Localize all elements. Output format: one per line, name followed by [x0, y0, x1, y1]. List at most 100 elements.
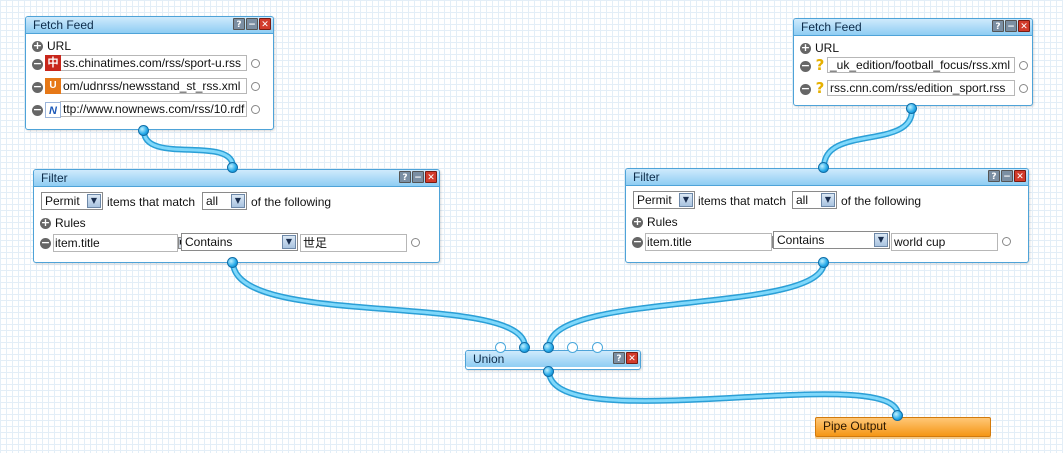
url-terminal[interactable]	[1019, 84, 1028, 93]
url-input[interactable]: _uk_edition/football_focus/rss.xml	[827, 57, 1015, 73]
match-select-value: all	[796, 193, 809, 207]
rule-field-input[interactable]: item.title ▶	[645, 233, 781, 251]
union-input-port-empty[interactable]	[495, 342, 506, 353]
chevron-down-icon: ▼	[874, 233, 888, 247]
output-port[interactable]	[138, 125, 149, 136]
permit-select-value: Permit	[45, 194, 80, 208]
rules-header: + Rules	[632, 213, 678, 231]
add-rule-icon[interactable]: +	[40, 215, 51, 229]
match-select[interactable]: all ▼	[202, 192, 247, 210]
remove-url-icon[interactable]: −	[800, 58, 811, 72]
minimize-icon[interactable]: −	[1005, 20, 1017, 32]
wire-filter-left-to-union	[230, 259, 528, 350]
match-select[interactable]: all ▼	[792, 191, 837, 209]
permit-select[interactable]: Permit ▼	[633, 191, 695, 209]
url-label: URL	[47, 39, 72, 53]
rules-label: Rules	[55, 216, 86, 230]
fetch-feed-titlebar[interactable]: Fetch Feed ? − ✕	[26, 17, 273, 34]
output-port[interactable]	[906, 103, 917, 114]
rule-field-input[interactable]: item.title ▶	[53, 234, 187, 252]
input-port[interactable]	[892, 410, 903, 421]
help-icon[interactable]: ?	[233, 18, 245, 30]
remove-url-icon[interactable]: −	[32, 102, 43, 116]
minimize-icon[interactable]: −	[412, 171, 424, 183]
remove-rule-icon[interactable]: −	[40, 235, 51, 249]
rule-value-input[interactable]: world cup	[891, 233, 998, 251]
fetch-feed-module-right[interactable]: Fetch Feed ? − ✕ + URL − ? _uk_edition/f…	[793, 18, 1033, 106]
url-input[interactable]: om/udnrss/newsstand_st_rss.xml	[60, 78, 247, 94]
module-title: Pipe Output	[823, 419, 887, 433]
nownews-favicon-icon: N	[45, 102, 61, 118]
unknown-favicon-icon: ?	[815, 56, 825, 74]
union-titlebar[interactable]: Union ? ✕	[466, 351, 640, 367]
close-icon[interactable]: ✕	[425, 171, 437, 183]
module-title: Union	[473, 352, 505, 366]
rule-terminal[interactable]	[411, 238, 420, 247]
union-input-port[interactable]	[543, 342, 554, 353]
remove-url-icon[interactable]: −	[800, 81, 811, 95]
remove-rule-icon[interactable]: −	[632, 234, 643, 248]
help-icon[interactable]: ?	[399, 171, 411, 183]
chinatimes-favicon-icon: 中	[45, 55, 61, 71]
module-title: Fetch Feed	[33, 18, 94, 32]
chevron-down-icon: ▼	[282, 235, 296, 249]
output-port[interactable]	[543, 366, 554, 377]
url-input[interactable]: ss.chinatimes.com/rss/sport-u.rss	[60, 55, 247, 71]
filter-titlebar[interactable]: Filter ? − ✕	[626, 169, 1028, 186]
help-icon[interactable]: ?	[988, 170, 1000, 182]
url-input[interactable]: ttp://www.nownews.com/rss/10.rdf	[60, 101, 247, 117]
wire-union-to-output	[546, 368, 901, 418]
permit-select[interactable]: Permit ▼	[41, 192, 103, 210]
items-that-match-label: items that match	[107, 195, 196, 209]
input-port[interactable]	[818, 162, 829, 173]
filter-module-left[interactable]: Filter ? − ✕ Permit ▼ items that match a…	[33, 169, 440, 263]
union-input-port-empty[interactable]	[567, 342, 578, 353]
input-port[interactable]	[227, 162, 238, 173]
minimize-icon[interactable]: −	[246, 18, 258, 30]
operator-select-value: Contains	[777, 233, 825, 247]
operator-select[interactable]: Contains ▼	[181, 233, 298, 251]
chevron-down-icon: ▼	[231, 194, 245, 208]
operator-select-value: Contains	[185, 235, 233, 249]
module-title: Filter	[41, 171, 68, 185]
help-icon[interactable]: ?	[613, 352, 625, 364]
wire-fetch-right-to-filter-right	[821, 107, 915, 170]
rule-terminal[interactable]	[1002, 237, 1011, 246]
module-title: Fetch Feed	[801, 20, 862, 34]
fetch-feed-module-left[interactable]: Fetch Feed ? − ✕ + URL − 中 ss.chinatimes…	[25, 16, 274, 130]
output-port[interactable]	[818, 257, 829, 268]
url-terminal[interactable]	[251, 105, 260, 114]
union-module[interactable]: Union ? ✕	[465, 350, 641, 370]
url-terminal[interactable]	[251, 82, 260, 91]
union-input-port-empty[interactable]	[592, 342, 603, 353]
url-header: + URL	[800, 39, 839, 57]
url-input[interactable]: rss.cnn.com/rss/edition_sport.rss	[827, 80, 1015, 96]
close-icon[interactable]: ✕	[1014, 170, 1026, 182]
url-terminal[interactable]	[251, 59, 260, 68]
module-title: Filter	[633, 170, 660, 184]
close-icon[interactable]: ✕	[626, 352, 638, 364]
operator-select[interactable]: Contains ▼	[773, 231, 890, 249]
add-url-icon[interactable]: +	[32, 38, 43, 52]
rule-field-value: item.title	[55, 236, 100, 250]
close-icon[interactable]: ✕	[1018, 20, 1030, 32]
filter-module-right[interactable]: Filter ? − ✕ Permit ▼ items that match a…	[625, 168, 1029, 263]
url-terminal[interactable]	[1019, 61, 1028, 70]
output-port[interactable]	[227, 257, 238, 268]
minimize-icon[interactable]: −	[1001, 170, 1013, 182]
remove-url-icon[interactable]: −	[32, 56, 43, 70]
of-the-following-label: of the following	[841, 194, 922, 208]
help-icon[interactable]: ?	[992, 20, 1004, 32]
rules-header: + Rules	[40, 214, 86, 232]
union-input-port[interactable]	[519, 342, 530, 353]
rule-value-input[interactable]: 世足	[300, 234, 407, 252]
add-rule-icon[interactable]: +	[632, 214, 643, 228]
rule-field-value: item.title	[647, 235, 692, 249]
remove-url-icon[interactable]: −	[32, 79, 43, 93]
close-icon[interactable]: ✕	[259, 18, 271, 30]
pipe-output-module[interactable]: Pipe Output	[815, 417, 991, 437]
fetch-feed-titlebar[interactable]: Fetch Feed ? − ✕	[794, 19, 1032, 36]
wire-filter-right-to-union	[546, 259, 827, 350]
add-url-icon[interactable]: +	[800, 40, 811, 54]
filter-titlebar[interactable]: Filter ? − ✕	[34, 170, 439, 187]
